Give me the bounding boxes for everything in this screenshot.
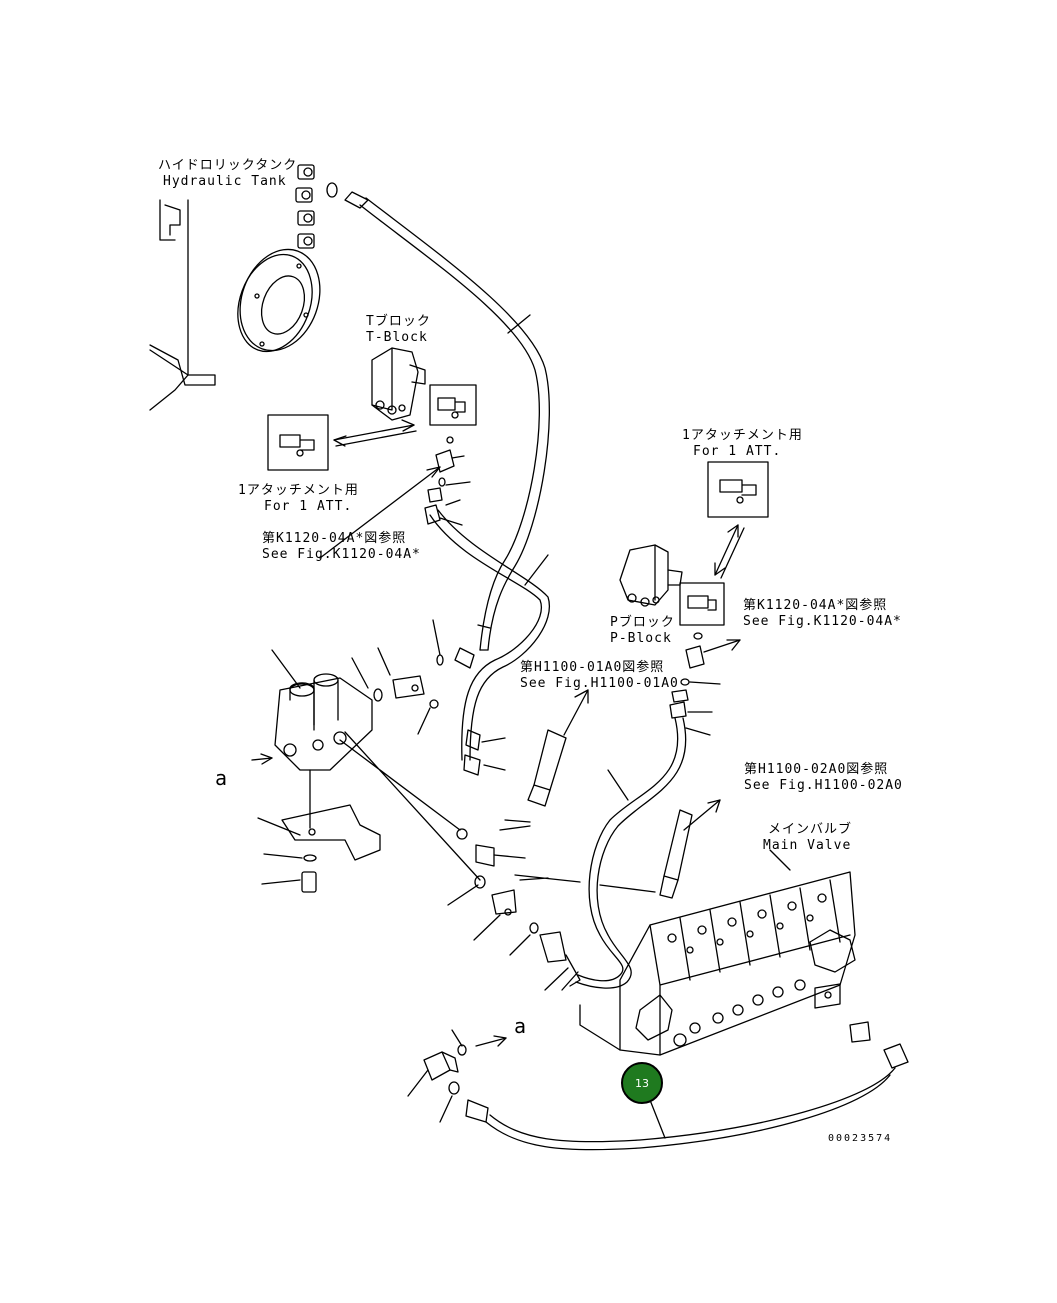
for-1att-right-label-jp: 1アタッチメント用 xyxy=(682,428,803,443)
hose-h1100-01 xyxy=(499,689,589,831)
see-h1100-01-label-en: See Fig.H1100-01A0 xyxy=(520,676,679,691)
solenoid-valve xyxy=(251,619,444,771)
t-block xyxy=(371,347,477,426)
bottom-hose xyxy=(465,1021,909,1151)
p-block xyxy=(619,544,725,626)
hydraulic-tank xyxy=(149,164,338,411)
p-block-label-en: P-Block xyxy=(610,631,672,646)
see-h1100-02-label-en: See Fig.H1100-02A0 xyxy=(744,778,903,793)
main-valve-label-jp: メインバルブ xyxy=(768,822,853,837)
loose-fittings xyxy=(339,699,581,991)
t-block-label-en: T-Block xyxy=(366,330,428,345)
t-block-hose xyxy=(429,509,551,761)
att-box-left xyxy=(267,414,417,471)
part-callout-13[interactable]: 13 xyxy=(621,1062,663,1104)
see-k1120-left-label-en: See Fig.K1120-04A* xyxy=(262,547,421,562)
for-1att-right-label-en: For 1 ATT. xyxy=(693,444,782,459)
see-k1120-left-label-jp: 第K1120-04A*図参照 xyxy=(262,531,407,546)
main-valve-label-en: Main Valve xyxy=(763,838,852,853)
see-k1120-right-label-en: See Fig.K1120-04A* xyxy=(743,614,902,629)
bottom-fittings xyxy=(407,1029,507,1123)
for-1att-left-label-en: For 1 ATT. xyxy=(264,499,353,514)
p-block-fittings xyxy=(669,632,741,736)
return-hose xyxy=(344,191,550,669)
see-h1100-02-label-jp: 第H1100-02A0図参照 xyxy=(744,762,889,777)
view-a-label-bottom: a xyxy=(514,1014,528,1038)
hydraulic-tank-label-en: Hydraulic Tank xyxy=(163,174,287,189)
tank-port-fittings xyxy=(295,164,315,249)
p-block-label-jp: Pブロック xyxy=(610,615,675,630)
solenoid-bracket xyxy=(257,769,381,893)
view-a-label-left: a xyxy=(215,766,229,790)
att-box-right xyxy=(707,461,769,579)
see-h1100-01-label-jp: 第H1100-01A0図参照 xyxy=(520,660,665,675)
for-1att-left-label-jp: 1アタッチメント用 xyxy=(238,483,359,498)
pressure-hose xyxy=(575,717,687,989)
drawing-number: 00023574 xyxy=(828,1133,893,1144)
t-block-label-jp: Tブロック xyxy=(366,314,431,329)
hose-h1100-02 xyxy=(599,799,721,899)
hydraulic-tank-label-jp: ハイドロリックタンク xyxy=(158,158,298,173)
t-block-fittings xyxy=(319,436,471,559)
see-k1120-right-label-jp: 第K1120-04A*図参照 xyxy=(743,598,888,613)
main-valve xyxy=(579,849,856,1056)
